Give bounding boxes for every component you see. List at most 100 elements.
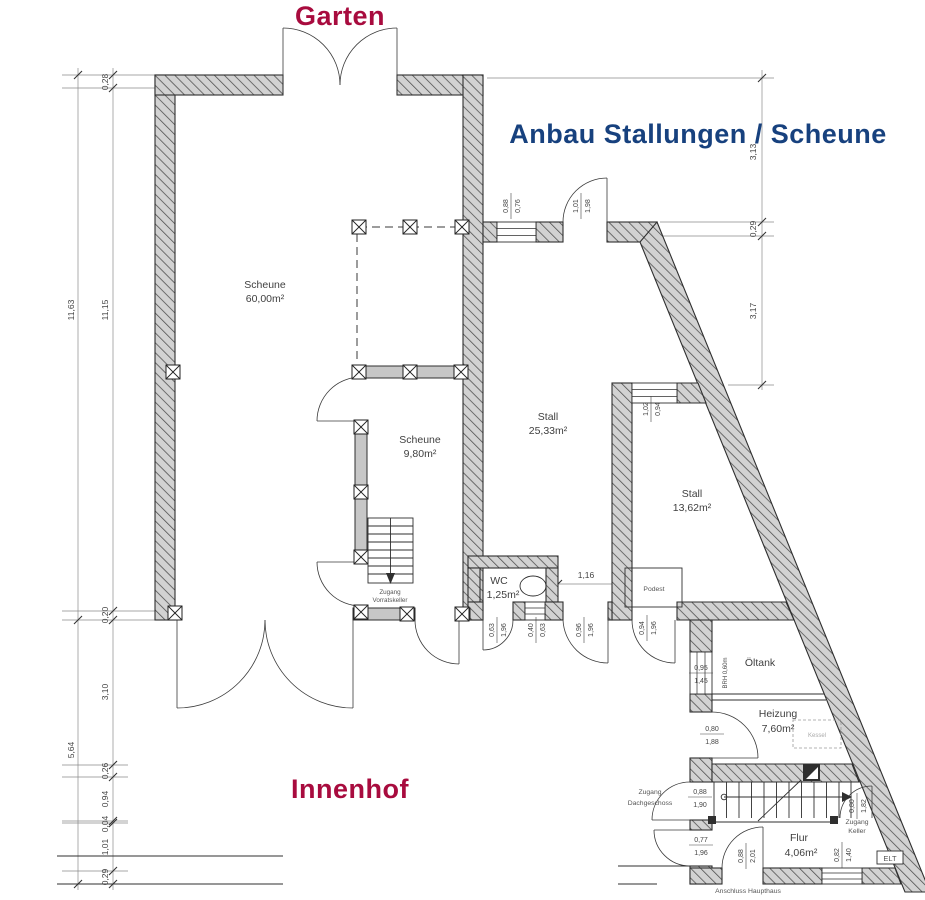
stall-partition-wall [611,382,633,621]
svg-text:1,96: 1,96 [588,623,595,637]
stairs-vorratskeller [367,517,414,584]
brh-label: BRH 0,60m [723,657,729,688]
post-icon [399,606,415,622]
room-label-scheune-60: Scheune 60,00m² [244,279,286,305]
svg-text:1,96: 1,96 [501,623,508,637]
post-icon [402,364,418,380]
stair-start-icon [720,793,728,801]
svg-text:1,02: 1,02 [643,402,650,416]
scheune-right-wall [462,74,484,621]
door-stall13-south [631,619,676,664]
svg-text:Dachgeschoss: Dachgeschoss [628,800,673,807]
oeltank-top-wall [676,601,795,621]
dim-0-04: 0,04 [100,815,110,832]
svg-text:Zugang: Zugang [379,589,401,596]
room-label-oeltank: Öltank [745,657,776,669]
dim-11-63: 11,63 [66,299,76,320]
kessel-outline [792,719,842,749]
svg-text:1,88: 1,88 [705,739,719,746]
window-wc [524,601,546,621]
door-dachgeschoss [651,781,691,821]
innenhof-title: Innenhof [291,774,409,804]
svg-text:0,82: 0,82 [834,848,841,862]
post-icon [351,364,367,380]
dim-0-29-left: 0,29 [100,868,110,885]
heizung-left-wall [689,619,713,653]
door-heizung [711,711,759,759]
svg-text:Öltank: Öltank [745,657,776,669]
door-keller [839,785,873,819]
svg-text:0,88: 0,88 [738,849,745,863]
left-wall [154,74,176,621]
svg-text:1,98: 1,98 [585,199,592,213]
opening-dim: 0,80 1,88 [700,726,724,746]
svg-text:Scheune: Scheune [399,434,441,446]
opening-dim: 0,881,90 [688,789,712,809]
door-wc-south [482,619,514,651]
svg-text:Vorratskeller: Vorratskeller [373,597,408,604]
svg-text:Keller: Keller [848,828,866,835]
stair-arrow-right-icon [842,792,852,802]
svg-text:13,62m²: 13,62m² [673,502,712,514]
room-labels: Scheune 60,00m² Scheune 9,80m² Stall25,33m… [244,279,897,863]
post-icon [353,419,369,435]
svg-text:0,76: 0,76 [515,199,522,213]
stairs-dachgeschoss [708,779,852,824]
elt-label: ELT [883,854,897,863]
svg-text:Heizung: Heizung [759,708,798,720]
wc-top-wall [467,555,559,569]
window-flur [821,867,863,885]
svg-text:9,80m²: 9,80m² [404,448,437,460]
svg-text:25,33m²: 25,33m² [529,425,568,437]
svg-text:0,80: 0,80 [705,726,719,733]
door-flur-west [653,829,691,867]
dimension-chains: 11,63 5,64 0,28 11,15 0,20 3,10 0,26 0,9… [62,68,774,890]
svg-text:1,82: 1,82 [861,799,868,813]
svg-text:Zugang: Zugang [845,819,868,826]
structure-posts [165,219,470,622]
dim-1-01: 1,01 [100,838,110,855]
heizung-bottom-wall [711,763,860,783]
post-icon [353,549,369,565]
masonry-walls [154,74,925,893]
kessel-label: Kessel [808,733,826,739]
svg-text:WC: WC [490,575,508,587]
room-label-wc: WC 1,25m² [487,575,520,601]
svg-text:1,90: 1,90 [693,802,707,809]
washbasin-icon [519,575,547,597]
dim-3-17: 3,17 [748,302,758,319]
opening-dim: 0,951,45 [689,665,713,685]
svg-text:1,25m²: 1,25m² [487,589,520,601]
garten-title: Garten [295,1,385,31]
top-wall-left [154,74,284,96]
opening-dim: 0,82 1,40 [834,842,853,868]
stair-arrow-down-icon [386,573,395,584]
svg-text:1,96: 1,96 [651,621,658,635]
open-structure-lines [356,226,462,364]
dim-0-20: 0,20 [100,606,110,623]
svg-text:Scheune: Scheune [244,279,286,291]
window-stall13 [631,382,678,404]
svg-text:1,40: 1,40 [846,848,853,862]
post-icon [165,364,181,380]
doors [176,27,873,869]
svg-text:60,00m²: 60,00m² [246,293,285,305]
svg-text:Flur: Flur [790,832,809,844]
podest-label: Podest [643,586,664,593]
svg-text:1,45: 1,45 [694,678,708,685]
anbau-title: Anbau Stallungen / Scheune [509,119,887,149]
